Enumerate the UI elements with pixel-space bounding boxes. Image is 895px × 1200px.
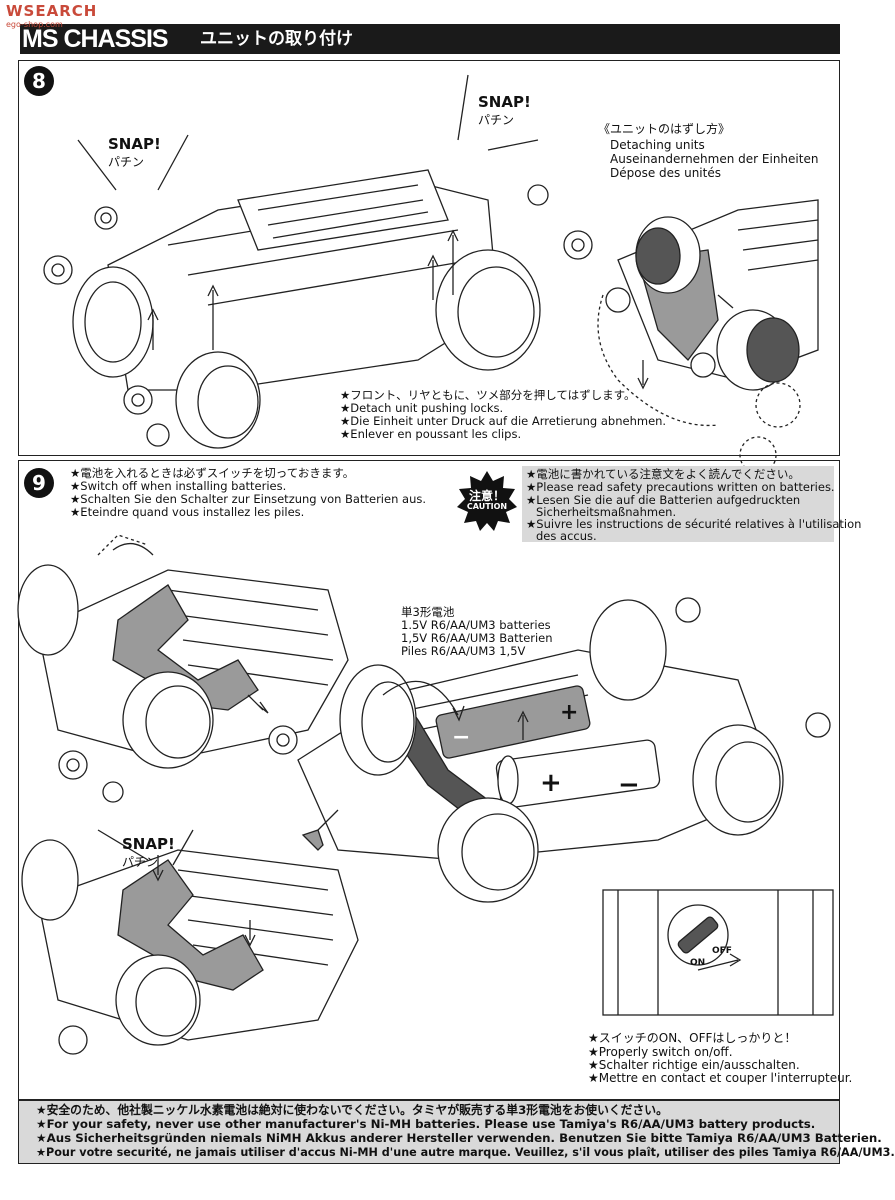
switch-caption-de: ★Schalter richtige ein/ausschalten.: [588, 1058, 800, 1072]
chassis-drawing-closed-cover: [21, 809, 359, 1055]
step8-note-jp: ★フロント、リヤともに、ツメ部分を押してはずします。: [340, 388, 636, 402]
chassis-logo: MS CHASSIS: [22, 25, 169, 53]
step9-snap-jp: パチン: [122, 855, 159, 869]
step8-snap-right-jp: パチン: [478, 113, 515, 127]
detach-title-de: Auseinandernehmen der Einheiten: [610, 152, 819, 166]
detach-title-fr: Dépose des unités: [610, 166, 721, 180]
caution-badge-en: CAUTION: [466, 502, 508, 511]
caution-badge-jp: 注意！: [468, 489, 505, 503]
switch-note-fr: ★Eteindre quand vous installez les piles…: [70, 505, 305, 519]
caution-en: ★Please read safety precautions written …: [526, 480, 835, 494]
footer-fr: ★Pour votre securité, ne jamais utiliser…: [36, 1146, 895, 1159]
battery-plus-bottom: +: [540, 768, 562, 798]
footer-de: ★Aus Sicherheitsgründen niemals NiMH Akk…: [36, 1131, 882, 1145]
switch-note-jp: ★電池を入れるときは必ずスイッチを切っておきます。: [70, 466, 355, 480]
battery-jp: 単3形電池: [401, 605, 455, 619]
step-8-number: 8: [24, 66, 54, 96]
step-9-number: 9: [24, 468, 54, 498]
chassis-drawing-main: [43, 74, 593, 449]
switch-note-en: ★Switch off when installing batteries.: [70, 479, 287, 493]
switch-caption-jp: ★スイッチのON、OFFはしっかりと！: [588, 1031, 797, 1045]
footer-en: ★For your safety, never use other manufa…: [36, 1117, 816, 1131]
footer-jp: ★安全のため、他社製ニッケル水素電池は絶対に使わないでください。タミヤが販売する…: [36, 1103, 668, 1117]
battery-en: 1.5V R6/AA/UM3 batteries: [401, 618, 551, 632]
step8-snap-left-en: SNAP!: [108, 135, 161, 153]
battery-minus-top: −: [452, 725, 471, 750]
switch-detail-drawing: [602, 889, 834, 1016]
step-9-panel: [18, 460, 840, 1100]
step8-note-en: ★Detach unit pushing locks.: [340, 401, 504, 415]
switch-on-label: ON: [690, 958, 706, 968]
step8-note-de: ★Die Einheit unter Druck auf die Arretie…: [340, 414, 667, 428]
step8-snap-left-jp: パチン: [108, 155, 145, 169]
step9-snap-en: SNAP!: [122, 835, 175, 853]
step-9-illustration: [17, 534, 834, 1055]
step-8-panel: [18, 60, 840, 456]
switch-caption-fr: ★Mettre en contact et couper l'interrupt…: [588, 1071, 853, 1085]
chassis-drawing-open-cover: [17, 534, 349, 803]
battery-minus-bottom: −: [618, 770, 640, 800]
caution-de-1: ★Lesen Sie die auf die Batterien aufgedr…: [526, 493, 801, 507]
caution-fr-2: des accus.: [536, 529, 597, 543]
step8-snap-right-en: SNAP!: [478, 93, 531, 111]
step8-note-fr: ★Enlever en poussant les clips.: [340, 427, 522, 441]
chassis-drawing-batteries: [268, 597, 831, 903]
detach-unit-drawing: [597, 199, 819, 474]
battery-fr: Piles R6/AA/UM3 1,5V: [401, 644, 526, 658]
page-title: ユニットの取り付け: [200, 29, 353, 49]
switch-caption-en: ★Properly switch on/off.: [588, 1045, 733, 1059]
caution-badge-icon: [457, 471, 517, 531]
battery-plus-top: +: [560, 700, 579, 725]
safety-footer: [18, 1100, 840, 1164]
watermark: WSEARCH: [6, 2, 98, 20]
caution-fr-1: ★Suivre les instructions de sécurité rel…: [526, 517, 862, 531]
caution-de-2: Sicherheitsmaßnahmen.: [536, 505, 677, 519]
header-bar: [20, 24, 840, 54]
step-8-illustration: [43, 74, 819, 474]
battery-de: 1,5V R6/AA/UM3 Batterien: [401, 631, 553, 645]
caution-box: [522, 466, 834, 542]
detach-title-en: Detaching units: [610, 138, 705, 152]
switch-note-de: ★Schalten Sie den Schalter zur Einsetzun…: [70, 492, 427, 506]
detach-title-jp: 《ユニットのはずし方》: [598, 122, 731, 136]
switch-off-label: OFF: [712, 946, 732, 956]
caution-jp: ★電池に書かれている注意文をよく読んでください。: [526, 467, 800, 481]
watermark-sub: ego-shop.com: [6, 20, 63, 29]
